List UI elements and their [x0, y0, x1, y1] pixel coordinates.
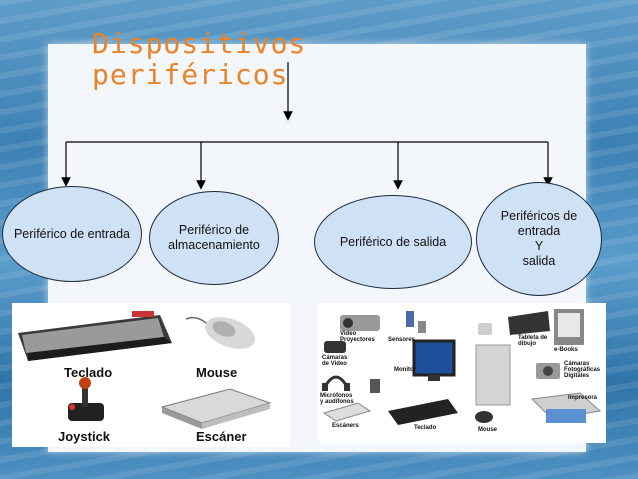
input-devices-illustration: [18, 311, 272, 429]
caption-joystick: Joystick: [58, 429, 111, 444]
keyboard-small-picture: [388, 399, 458, 425]
drawing-tablet-picture: [508, 311, 550, 335]
label-sensores: Sensores: [388, 337, 416, 343]
peripherals-collage-image: Video Proyectores Sensores Tableta de di…: [318, 303, 606, 443]
scanner-small-picture: [322, 402, 372, 422]
label-camaras-foto: Cámaras Fotográficas Digitales: [564, 361, 601, 379]
node-entrada-label: Periférico de entrada: [13, 226, 131, 241]
caption-mouse: Mouse: [196, 365, 238, 380]
digital-camera-picture: [536, 363, 560, 379]
label-escaners: Escáners: [332, 423, 359, 429]
title-line-2: periféricos: [92, 58, 289, 91]
videocam-picture: [324, 341, 346, 353]
caption-teclado: Teclado: [64, 365, 113, 380]
node-entrada: Periférico de entrada: [2, 186, 142, 282]
ebook-picture: [554, 309, 584, 345]
pc-tower-picture: [475, 344, 511, 406]
headset-picture: [322, 375, 350, 391]
joystick-picture: [68, 377, 104, 421]
input-devices-image: Teclado Mouse Joystick Escáner: [12, 303, 290, 447]
label-microfonos: Micrófonos y audífonos: [320, 393, 354, 405]
sensor-picture: [406, 311, 426, 333]
keyboard-picture: [18, 311, 172, 361]
node-almacenamiento-label: Periférico de almacenamiento: [168, 223, 260, 252]
label-camaras-video: Cámaras de Video: [322, 355, 348, 367]
node-almacenamiento: Periférico de almacenamiento: [149, 191, 279, 285]
peripherals-collage-illustration: [322, 309, 602, 425]
mouse-picture: [185, 316, 255, 349]
title-line-1: Dispositivos: [92, 27, 307, 60]
printer-picture: [530, 392, 602, 423]
caption-escaner: Escáner: [196, 429, 247, 444]
webcam-picture: [478, 323, 492, 335]
node-salida: Periférico de salida: [314, 195, 472, 289]
node-salida-label: Periférico de salida: [339, 234, 447, 249]
mouse-small-picture: [475, 411, 493, 423]
node-entrada-salida-label: Periféricos de entrada Y salida: [500, 209, 578, 268]
label-monitor: Monitor: [394, 367, 416, 373]
speaker-picture: [370, 379, 380, 393]
label-teclado: Teclado: [414, 425, 437, 431]
projector-picture: [340, 315, 380, 331]
diagram-title: Dispositivos periféricos: [92, 28, 352, 90]
label-video-proyectores: Video Proyectores: [340, 331, 375, 343]
scanner-picture: [160, 388, 272, 429]
label-tableta: Tableta de dibujo: [518, 335, 548, 347]
monitor-picture: [412, 339, 456, 381]
label-ebooks: e-Books: [554, 347, 578, 353]
label-impresora: Impresora: [568, 395, 598, 401]
node-entrada-salida: Periféricos de entrada Y salida: [476, 182, 602, 296]
label-mouse: Mouse: [478, 427, 498, 433]
